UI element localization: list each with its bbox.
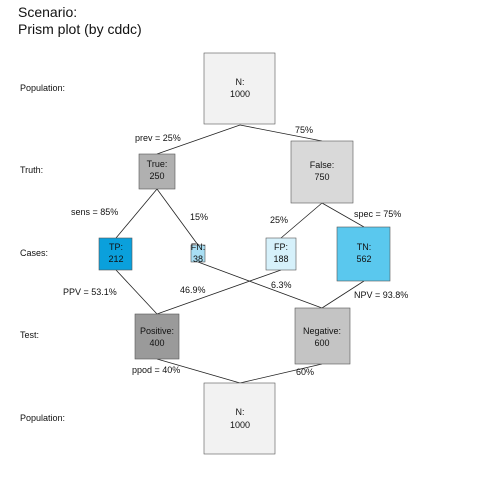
edge-label-ppv: PPV = 53.1% [63,287,117,297]
box-false [290,140,354,204]
edge-true-tp [115,188,158,239]
row-label-test: Test: [20,330,40,340]
edge-label-npv: NPV = 93.8% [354,290,408,300]
edge-false-fp [280,202,323,239]
boxes [98,52,391,455]
box-tn-value: 562 [356,254,371,264]
box-negative-name: Negative: [303,326,341,336]
edge-negative-n [239,363,323,384]
box-n-bottom-name: N: [236,407,245,417]
box-fn-value: 38 [193,254,203,264]
box-n-bottom-value: 1000 [230,420,250,430]
box-fp [265,237,297,271]
row-label-population-bottom: Population: [20,413,66,423]
edge-label-not-ppod: 60% [296,367,314,377]
row-label-population-top: Population: [20,83,66,93]
edge-n-false [239,124,323,142]
box-tp-value: 212 [108,254,123,264]
edges [115,124,365,384]
box-tn-name: TN: [357,242,372,252]
box-fn-name: FN: [191,242,206,252]
edge-label-for: 6.3% [271,280,292,290]
box-tp-name: TP: [109,242,123,252]
box-fp-name: FP: [274,242,288,252]
plot-subtitle: Prism plot (by cddc) [18,21,142,37]
edge-label-prev: prev = 25% [135,133,181,143]
edge-label-spec: spec = 75% [354,209,401,219]
edge-label-ppod: ppod = 40% [132,365,180,375]
row-label-cases: Cases: [20,248,49,258]
box-n-bottom [203,382,276,455]
edge-tp-positive [115,269,158,315]
row-label-truth: Truth: [20,165,44,175]
box-fn [190,244,206,263]
box-positive-value: 400 [149,338,164,348]
edge-label-sens: sens = 85% [71,207,118,217]
edge-false-tn [321,202,365,228]
box-true [138,153,176,190]
box-tp [98,237,133,271]
edge-n-true [156,124,241,155]
edge-label-fdr: 46.9% [180,285,206,295]
box-n-top [203,52,276,125]
edge-true-fn [156,188,199,246]
scenario-label: Scenario: [18,4,78,20]
box-n-top-name: N: [236,77,245,87]
edge-label-miss-rate: 15% [190,212,208,222]
box-fp-value: 188 [273,254,288,264]
box-true-name: True: [147,159,168,169]
box-false-name: False: [310,160,335,170]
box-false-value: 750 [314,172,329,182]
edge-label-fpr: 25% [270,215,288,225]
box-true-value: 250 [149,171,164,181]
edge-tn-negative [321,280,365,309]
box-negative [294,307,351,365]
box-positive-name: Positive: [140,326,174,336]
edge-positive-n [156,358,241,384]
box-n-top-value: 1000 [230,89,250,99]
box-negative-value: 600 [314,338,329,348]
box-positive [134,313,180,360]
box-tn [336,226,391,282]
edge-fp-positive [156,269,282,315]
edge-label-not-prev: 75% [295,125,313,135]
edge-fn-negative [197,261,323,309]
